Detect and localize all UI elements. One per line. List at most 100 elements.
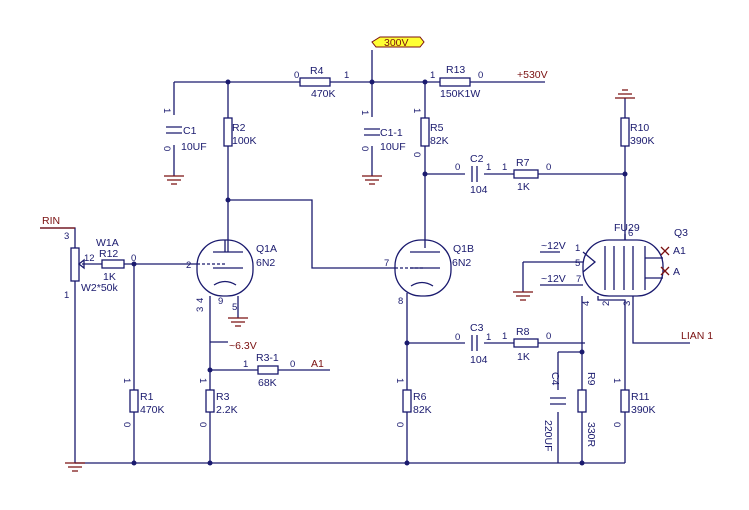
c2-pin-a: 0 [455,162,460,173]
resistor-r8: R8 1K 1 0 [502,326,551,363]
rin-ref: RIN [42,215,60,227]
q1b-type: 6N2 [452,257,471,269]
fu29-pin-5: 5 [575,258,580,269]
q1a-ref: Q1A [256,243,277,255]
resistor-r7: R7 1K 1 0 [502,157,551,193]
c1-1-ref: C1-1 [380,127,403,139]
q1b-pin-8: 8 [398,296,403,307]
resistor-r1: R1 470K 1 0 [121,378,165,427]
r13-ref: R13 [446,64,465,76]
c1-1-value: 10UF [380,141,406,153]
q1a-type: 6N2 [256,257,275,269]
rin-pin-12: 12 [84,253,95,264]
q1a-pin-3: 3 [195,307,206,312]
capacitor-c2: C2 104 0 1 [455,153,491,196]
tube-q1a: Q1A 6N2 2 9 5 4 3 [186,239,277,313]
resistor-r3: R3 2.2K 1 0 [197,378,238,427]
r3-1-value: 68K [258,377,277,389]
r6-pin-a: 1 [394,378,405,383]
r4-ref: R4 [310,65,324,77]
c1-1-pin-a: 1 [359,110,370,115]
q1a-pin-9: 9 [218,296,223,307]
fu29-label-a: A [673,266,680,278]
q1a-pin-5: 5 [232,302,237,313]
fu29-pin-2: 2 [601,301,612,306]
c1-1-pin-b: 0 [359,146,370,151]
r6-pin-b: 0 [394,422,405,427]
r6-value: 82K [413,404,432,416]
resistor-r12: R12 1K 0 [99,248,136,283]
tag-300v: 300V [371,36,425,49]
r3-1-pin-b: 0 [290,359,295,370]
wires [40,50,690,464]
capacitor-c1-1: C1-1 10UF 1 0 [359,110,406,153]
tube-q1b: Q1B 6N2 7 8 [384,239,474,307]
r7-pin-a: 1 [502,162,507,173]
c2-value: 104 [470,184,488,196]
fu29-pin-6: 6 [628,228,633,239]
capacitor-c1: C1 10UF 1 0 [161,108,207,153]
resistor-r5: R5 82K 1 0 [411,108,449,157]
q1a-pin-2: 2 [186,260,191,271]
r5-pin-a: 1 [411,108,422,113]
tube-fu29: FU29 Q3 A1 A 6 1 5 7 4 2 3 [575,222,688,306]
r1-pin-b: 0 [121,422,132,427]
c3-pin-a: 0 [455,332,460,343]
heater-12v-b-label: ~12V [541,273,566,285]
r3-pin-b: 0 [197,422,208,427]
c1-pin-a: 1 [161,108,172,113]
c3-ref: C3 [470,322,484,334]
r8-value: 1K [517,351,530,363]
r5-ref: R5 [430,122,444,134]
resistor-r9: R9 330R [577,372,597,448]
r1-ref: R1 [140,391,154,403]
r13-pin-a: 1 [430,70,435,81]
r7-ref: R7 [516,157,530,169]
r6-ref: R6 [413,391,427,403]
r5-value: 82K [430,135,449,147]
r9-ref: R9 [585,372,597,386]
r11-pin-b: 0 [611,422,622,427]
c1-ref: C1 [183,125,197,137]
r3-1-pin-a: 1 [243,359,248,370]
r3-1-ref: R3-1 [256,352,279,364]
c4-ref: C4 [549,372,561,386]
r1-value: 470K [140,404,165,416]
r8-pin-a: 1 [502,331,507,342]
r7-value: 1K [517,181,530,193]
fu29-pin-3: 3 [622,301,633,306]
fu29-pin-4: 4 [581,301,592,306]
r13-value: 150K1W [440,88,480,100]
resistor-r13: R13 150K1W 1 0 [430,64,493,100]
r9-value: 330R [585,422,597,448]
junction-dots [131,79,628,466]
r4-value: 470K [311,88,336,100]
q1b-pin-7: 7 [384,258,389,269]
lian-1-label: LIAN 1 [681,330,713,342]
r2-value: 100K [232,135,257,147]
capacitor-c3: C3 104 0 1 [455,322,491,366]
r3-value: 2.2K [216,404,238,416]
c3-value: 104 [470,354,488,366]
w1a-ref: W1A [96,237,119,249]
resistor-r2: R2 100K [223,117,257,147]
r10-value: 390K [630,135,655,147]
net-a1-label: A1 [311,358,324,370]
c1-pin-b: 0 [161,146,172,151]
w1a-value: W2*50k [81,282,119,294]
r7-pin-b: 0 [546,162,551,173]
resistor-r3-1: R3-1 68K 1 0 A1 [243,352,324,389]
r11-ref: R11 [631,391,650,403]
rin-pin-3: 3 [64,231,69,242]
fu29-pin-1: 1 [575,243,580,254]
r1-pin-a: 1 [121,378,132,383]
supply-530v-label: +530V [517,69,548,81]
fu29-pin-7: 7 [576,274,581,285]
r4-pin-b: 1 [344,70,349,81]
fu29-ref: Q3 [674,227,688,239]
r8-pin-b: 0 [546,331,551,342]
fu29-label-a1: A1 [673,245,686,257]
input-rin: RIN 3 12 1 W1A W2*50k [40,215,119,301]
r12-value: 1K [103,271,116,283]
r4-pin-a: 0 [294,70,299,81]
